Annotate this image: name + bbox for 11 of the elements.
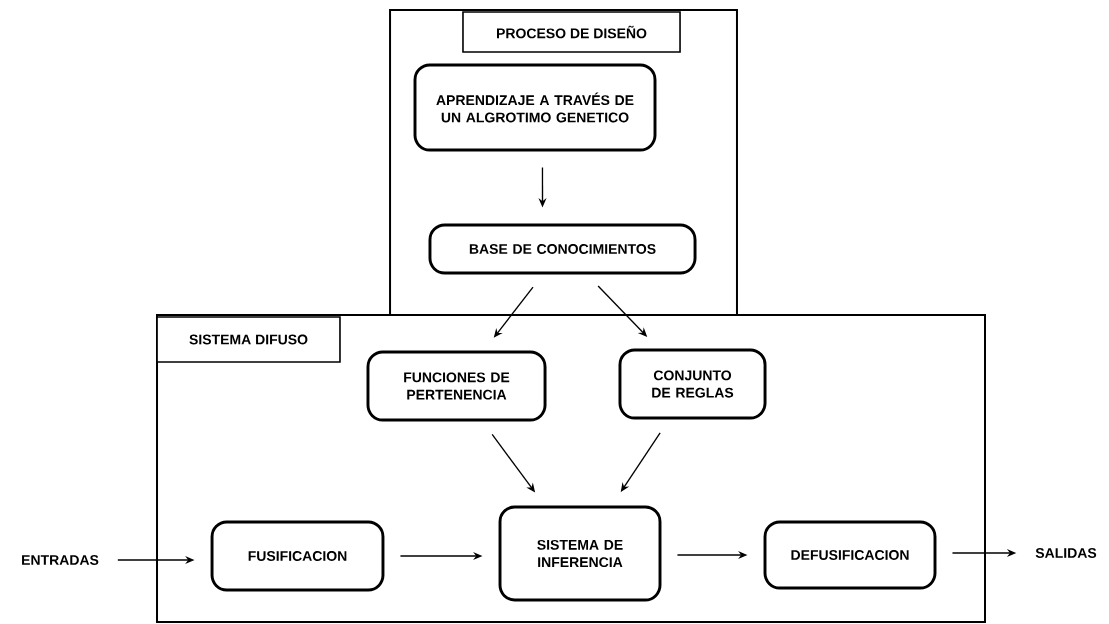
io-label: SALIDAS [1035, 548, 1097, 558]
process-box: APRENDIZAJE A TRAVÉS DE UN ALGROTIMO GENETICO [413, 63, 657, 152]
process-box: CONJUNTO DE REGLAS [618, 348, 767, 420]
process-box: BASE DE CONOCIMIENTOS [428, 223, 697, 275]
heading-box: PROCESO DE DISEÑO [462, 11, 681, 53]
process-box: DEFUSIFICACION [763, 520, 937, 590]
process-box: FUSIFICACION [210, 520, 385, 592]
process-box: SISTEMA DE INFERENCIA [498, 505, 662, 602]
heading-box: SISTEMA DIFUSO [156, 316, 341, 363]
process-box: FUNCIONES DE PERTENENCIA [366, 350, 547, 422]
io-label: ENTRADAS [22, 555, 99, 565]
